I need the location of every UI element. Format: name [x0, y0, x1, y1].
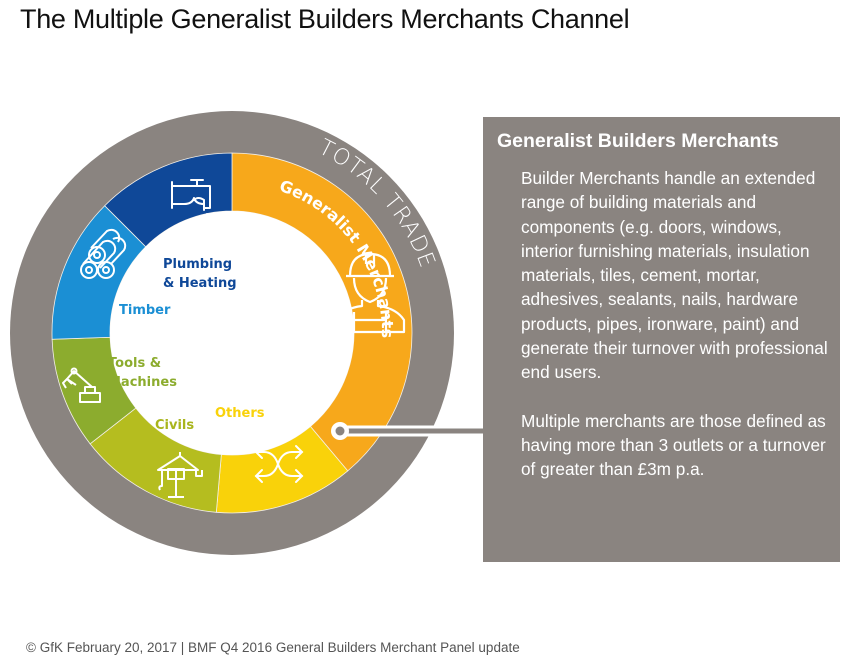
robot-arm-icon: [62, 367, 101, 403]
panel-paragraph-definition: Builder Merchants handle an extended ran…: [521, 168, 828, 383]
civils-label: Civils: [155, 418, 194, 433]
others-label: Others: [215, 406, 265, 421]
plumbing-label-line2: & Heating: [163, 276, 237, 291]
footer-note: © GfK February 20, 2017 | BMF Q4 2016 Ge…: [26, 640, 520, 655]
panel-paragraph-multiple: Multiple merchants are those defined as …: [521, 410, 826, 480]
logs-icon: [80, 228, 127, 279]
panel-title: Generalist Builders Merchants: [497, 130, 779, 152]
tap-icon: [171, 179, 211, 225]
timber-label: Timber: [119, 303, 171, 318]
inner-white-circle: [110, 211, 354, 455]
panel-body: Builder Merchants handle an extended ran…: [521, 166, 836, 506]
page-title: The Multiple Generalist Builders Merchan…: [20, 4, 630, 34]
crane-icon: [157, 452, 203, 498]
connector-line: [331, 422, 502, 440]
crossing-arrows-icon: [254, 445, 304, 483]
tools-label-line1: Tools &: [108, 356, 161, 371]
plumbing-label-line1: Plumbing: [163, 257, 232, 272]
description-panel: Generalist Builders Merchants Builder Me…: [483, 117, 840, 562]
tools-label-line2: Machines: [108, 375, 177, 390]
construction-worker-icon: [334, 252, 406, 334]
